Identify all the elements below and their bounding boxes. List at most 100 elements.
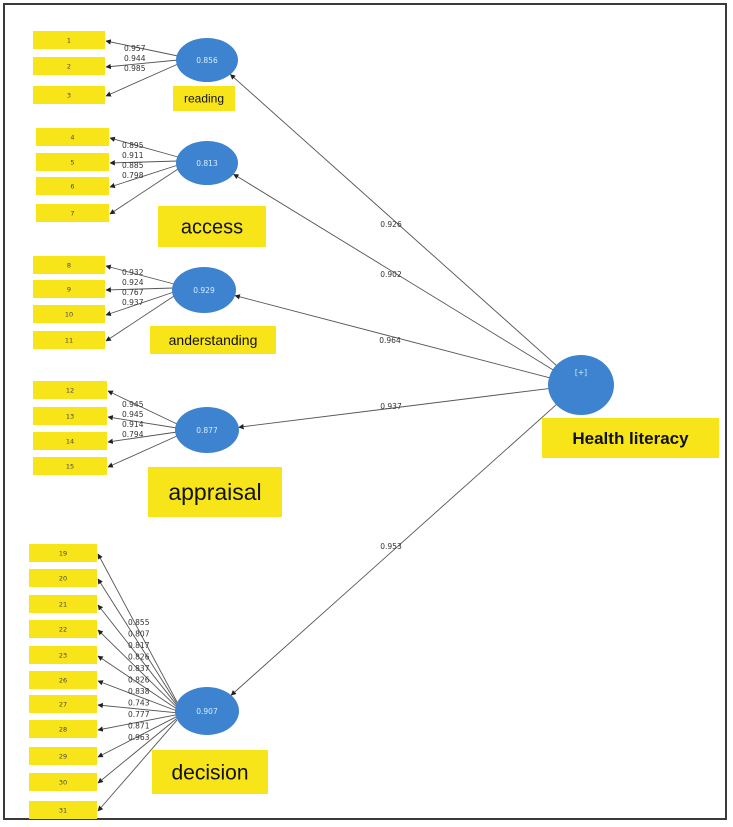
indicator-label: 14 [66,438,74,446]
loading-value-understanding-10: 0.767 [122,288,144,297]
loading-value-decision-22: 0.826 [128,653,150,662]
construct-label-box-access [158,206,266,247]
indicator-box-4: 4 [36,128,109,146]
indicator-box-20: 20 [29,569,97,587]
loading-edge-appraisal-15 [107,435,178,468]
indicator-label: 5 [70,159,74,167]
loading-edge-decision-27 [97,702,178,714]
path-coefficient-appraisal: 0.937 [380,402,402,411]
indicator-box-13: 13 [33,407,107,425]
loading-edge-reading-2 [105,59,179,70]
indicator-label: 2 [67,63,71,71]
loading-value-understanding-11: 0.937 [122,298,144,307]
path-coefficient-understanding: 0.964 [379,336,401,345]
indicator-box-14: 14 [33,432,107,450]
loading-value-understanding-8: 0.932 [122,268,144,277]
path-coefficient-reading: 0.926 [380,220,402,229]
construct-label-appraisal: appraisal [168,479,261,505]
construct-label-box-understanding [150,326,276,354]
latent-value-access: 0.813 [196,159,218,168]
indicator-box-30: 30 [29,773,97,791]
loading-edge-decision-19 [97,553,178,703]
indicator-label: 31 [59,807,67,815]
loading-value-decision-31: 0.963 [128,733,150,742]
indicator-box-11: 11 [33,331,105,349]
path-coefficient-decision: 0.953 [380,542,402,551]
latent-decision [175,687,239,735]
loading-edge-reading-3 [105,63,179,97]
loading-value-access-6: 0.885 [122,161,144,170]
indicator-box-28: 28 [29,720,97,738]
indicator-label: 8 [67,262,71,270]
indicator-label: 11 [65,337,73,345]
indicator-box-5: 5 [36,153,109,171]
loading-value-access-4: 0.895 [122,141,144,150]
loading-value-appraisal-14: 0.914 [122,420,144,429]
indicator-label: 20 [59,575,67,583]
indicator-box-7: 7 [36,204,109,222]
indicator-box-1: 1 [33,31,105,49]
loading-edge-decision-29 [97,716,178,758]
indicator-box-2: 2 [33,57,105,75]
loading-edge-understanding-11 [105,295,175,342]
indicator-box-3: 3 [33,86,105,104]
latent-appraisal [175,407,239,453]
indicator-box-9: 9 [33,280,105,298]
indicator-box-31: 31 [29,801,97,819]
indicator-label: 21 [59,601,67,609]
latent-understanding [172,267,236,313]
loading-value-decision-30: 0.871 [128,722,150,731]
loading-value-appraisal-12: 0.945 [122,400,144,409]
path-edge-decision [230,403,558,696]
path-edge-reading [229,74,558,367]
indicator-label: 12 [66,387,74,395]
loading-value-decision-27: 0.838 [128,687,150,696]
loading-edge-decision-31 [97,719,178,812]
indicator-box-12: 12 [33,381,107,399]
loading-edge-access-5 [109,160,179,166]
loading-edge-access-4 [109,136,179,158]
construct-label-box-reading [173,86,235,111]
latent-value-appraisal: 0.877 [196,426,218,435]
indicator-label: 22 [59,626,67,634]
loading-value-decision-21: 0.817 [128,641,150,650]
path-coefficient-access: 0.902 [380,270,402,279]
path-edge-understanding [234,294,551,379]
loading-value-decision-20: 0.807 [128,630,150,639]
indicator-box-29: 29 [29,747,97,765]
loading-edge-understanding-8 [105,264,175,285]
loading-value-decision-29: 0.777 [128,710,150,719]
latent-value-decision: 0.907 [196,707,218,716]
loading-edge-decision-23 [97,655,178,710]
indicator-label: 27 [59,701,67,709]
loading-value-access-5: 0.911 [122,151,144,160]
loading-value-decision-28: 0.743 [128,699,150,708]
loading-edge-access-6 [109,164,179,189]
loading-value-reading-1: 0.957 [124,44,146,53]
latent-value-health-literacy: [+] [575,368,587,377]
indicator-label: 23 [59,652,67,660]
indicator-box-15: 15 [33,457,107,475]
construct-label-box-health-literacy [542,418,719,458]
construct-label-understanding: anderstanding [169,332,258,348]
indicator-label: 10 [65,311,73,319]
loading-edge-appraisal-13 [107,415,178,429]
loading-edge-understanding-9 [105,287,175,293]
loading-edge-decision-26 [97,680,178,712]
loading-value-decision-19: 0.855 [128,618,150,627]
indicator-box-23: 23 [29,646,97,664]
indicator-label: 26 [59,677,67,685]
indicator-label: 29 [59,753,67,761]
construct-label-decision: decision [171,761,248,784]
indicator-box-8: 8 [33,256,105,274]
construct-label-box-appraisal [148,467,282,517]
indicator-box-26: 26 [29,671,97,689]
indicator-label: 6 [70,183,74,191]
path-edge-access [233,173,555,371]
loading-edge-appraisal-14 [107,431,178,444]
loading-edge-decision-21 [97,604,178,706]
indicator-label: 9 [67,286,71,294]
loading-value-reading-2: 0.944 [124,54,146,63]
loading-edge-decision-20 [97,578,178,704]
